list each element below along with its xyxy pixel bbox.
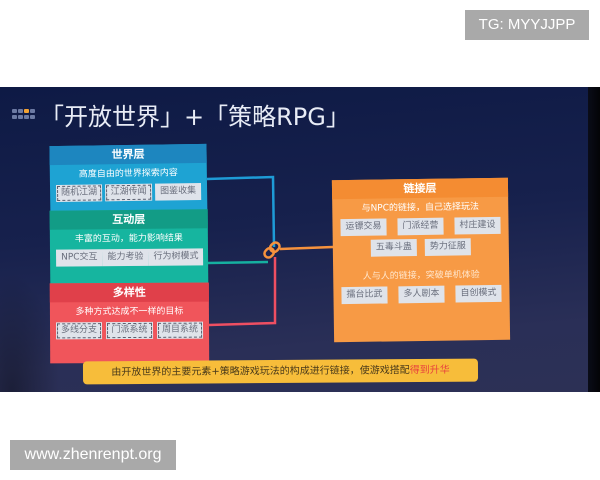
summary-banner: 由开放世界的主要元素+策略游戏玩法的构成进行链接，使游戏搭配得到升华	[82, 358, 479, 385]
diversity-layer-title: 多样性	[49, 282, 209, 303]
interaction-layer-title: 互动层	[49, 209, 208, 230]
watermark-bottom-left: www.zhenrenpt.org	[10, 440, 176, 470]
diversity-layer-subtitle: 多种方式达成不一样的目标	[75, 306, 184, 318]
slide-photo: 「开放世界」+「策略RPG」 世界层 高度自由的世界探索内容 随机江湖 江湖传闻…	[0, 87, 600, 392]
diversity-layer-box: 多样性 多种方式达成不一样的目标 多线分支 门派系统 周目系统	[49, 282, 210, 364]
tag: 江湖传闻	[105, 183, 152, 202]
link-layer-box: 链接层 与NPC的链接，自己选择玩法 运镖交易 门派经营 村庄建设 五毒斗蛊 势…	[331, 177, 511, 343]
tag: 行为树模式	[148, 248, 204, 266]
watermark-top-right: TG: MYYJJPP	[465, 10, 589, 40]
tag: 多线分支	[55, 322, 103, 340]
grid-dots-icon	[12, 109, 36, 121]
tag: 擂台比武	[341, 286, 388, 305]
tag: 势力征服	[424, 238, 471, 256]
slide-title: 「开放世界」+「策略RPG」	[40, 103, 350, 131]
tag: 能力考验	[102, 248, 149, 267]
tag: 周目系统	[156, 321, 204, 339]
tag: 多人剧本	[398, 285, 445, 304]
tag: 五毒斗蛊	[370, 239, 417, 257]
tag: 门派系统	[106, 321, 153, 340]
tag: NPC交互	[55, 249, 103, 267]
link-layer-title: 链接层	[331, 177, 509, 200]
tag: 自创模式	[455, 284, 502, 303]
world-layer-title: 世界层	[49, 143, 207, 166]
tag: 运镖交易	[340, 218, 387, 237]
banner-text: 由开放世界的主要元素+策略游戏玩法的构成进行链接，使游戏搭配	[111, 365, 410, 379]
tag: 图鉴收集	[154, 182, 202, 201]
banner-highlight: 得到升华	[409, 364, 450, 377]
tag: 门派经营	[397, 217, 444, 236]
chain-link-icon	[263, 241, 281, 259]
interaction-layer-box: 互动层 丰富的互动，能力影响结果 NPC交互 能力考验 行为树模式	[49, 209, 209, 291]
tag: 随机江湖	[55, 184, 103, 203]
screen-edge	[588, 87, 600, 392]
tag: 村庄建设	[454, 216, 501, 235]
connector-lines	[206, 175, 334, 327]
